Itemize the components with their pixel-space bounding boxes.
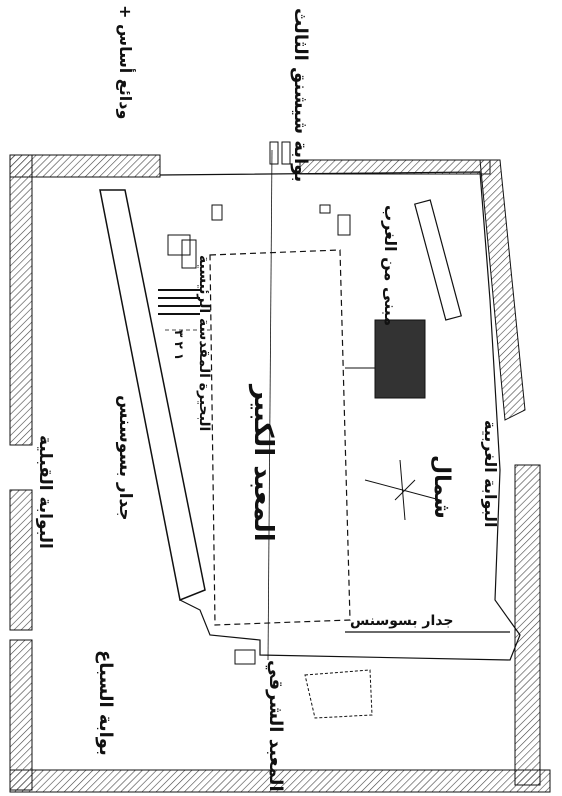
south-west-wall <box>9 639 33 791</box>
east-wall-upper <box>479 159 526 421</box>
label-beasts-gate: بوابة السباع <box>95 650 116 756</box>
label-foundation-deposits: + ودائع أساس <box>116 5 136 119</box>
label-building-west: مبنى من الغرب <box>381 205 400 326</box>
label-psusennes-wall-west: جدار بسوسنس <box>115 395 135 521</box>
eastern-temple-outline <box>304 669 373 719</box>
east-wall-lower <box>514 464 541 786</box>
building-west-wall <box>414 199 462 321</box>
label-sacred-lake-hall: البحيرة المقدسة الرئيسية <box>196 255 212 431</box>
label-western-gate: البوابة الغربية <box>481 420 500 528</box>
sacred-lake-block <box>374 319 426 399</box>
north-arrow-icon <box>364 459 441 521</box>
label-northern-third-gate: بوابة شيشنق الثالث <box>290 8 311 182</box>
enclosure-walls <box>9 154 551 793</box>
psusennes-wall-west-shape <box>99 189 206 602</box>
inner-enclosure <box>159 171 521 661</box>
west-wall-lower <box>9 489 33 631</box>
inner-walls <box>99 171 521 661</box>
small-structures <box>158 141 373 719</box>
label-great-temple: المعبد الكبير <box>248 383 278 542</box>
label-psusennes-wall-south: جدار بسوسنس <box>350 613 453 629</box>
west-wall-upper <box>9 154 33 446</box>
label-lake-numbers: ١ ٢ ٣ <box>172 330 186 360</box>
label-eastern-temple: المعبد الشرقي <box>265 660 286 792</box>
label-north: شمال <box>429 455 454 519</box>
great-temple-outline <box>165 149 351 661</box>
label-southern-gate: البوابة القبلية <box>35 435 55 549</box>
